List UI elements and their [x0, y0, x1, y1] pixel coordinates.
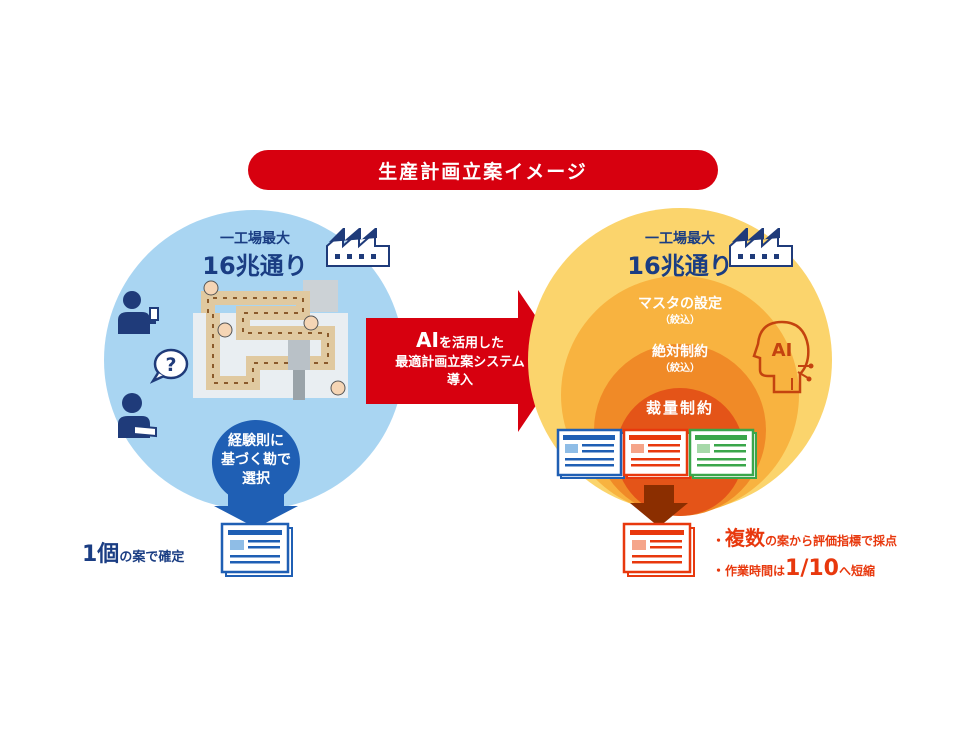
transition-arrow: [366, 290, 566, 432]
worker-icon: [118, 393, 157, 438]
down-arrow: [630, 485, 688, 527]
experience-badge-text: 経験則に 基づく勘で 選択: [208, 432, 304, 489]
ring1-sub: （絞込）: [660, 315, 700, 326]
badge-line-3: 選択: [242, 471, 270, 487]
svg-text:?: ?: [165, 354, 176, 376]
ring1-label: マスタの設定: [638, 296, 722, 312]
bullet2-big: 1/10: [785, 556, 839, 581]
bullet2-pre: 作業時間は: [725, 564, 786, 578]
factory-icon: [729, 228, 793, 267]
document-icon: [688, 428, 757, 479]
left-result: 1個の案で確定: [82, 536, 184, 568]
experience-badge: [211, 420, 300, 528]
factory-icon: [326, 228, 390, 267]
right-heading-line2: 16兆通り: [627, 252, 733, 280]
document-icon: [622, 428, 691, 479]
ring3-label: 裁量制約: [645, 399, 714, 417]
arrow-text: AIを活用した 最適計画立案システム 導入: [370, 330, 550, 390]
bullet1-rest: の案から評価指標で採点: [765, 534, 898, 548]
bullet2-post: へ短縮: [839, 564, 876, 578]
bullet-1: ・複数の案から評価指標で採点: [712, 526, 898, 550]
ring2-sub: （絞込）: [660, 363, 700, 374]
question-bubble-icon: ?: [150, 348, 189, 384]
arrow-line-3: 導入: [446, 373, 473, 388]
ring2-label: 絶対制約: [652, 344, 708, 360]
banner-title: 生産計画立案イメージ: [378, 160, 588, 183]
badge-line-2: 基づく勘で: [221, 452, 291, 468]
badge-line-1: 経験則に: [228, 433, 284, 449]
worker-icon: [118, 291, 159, 334]
ai-head-icon: AI: [752, 320, 814, 394]
left-heading-line1: 一工場最大: [220, 231, 290, 247]
arrow-ai: AI: [416, 328, 439, 352]
bullet1-big: 複数: [725, 526, 766, 550]
left-result-big: 1個: [82, 542, 120, 567]
arrow-line-2: 最適計画立案システム: [395, 355, 525, 370]
document-icon: [556, 428, 625, 479]
right-heading-line1: 一工場最大: [645, 231, 715, 247]
ai-icon-text: AI: [772, 340, 793, 361]
document-icon: [220, 522, 293, 577]
production-line-illustration: [193, 280, 348, 400]
bullet-2: ・作業時間は1/10へ短縮: [712, 556, 876, 581]
arrow-ai-rest: を活用した: [438, 336, 504, 351]
left-result-small: の案で確定: [119, 550, 185, 565]
left-heading-line2: 16兆通り: [202, 252, 308, 280]
document-icon: [622, 522, 695, 577]
title-banner: 生産計画立案イメージ: [248, 150, 718, 190]
